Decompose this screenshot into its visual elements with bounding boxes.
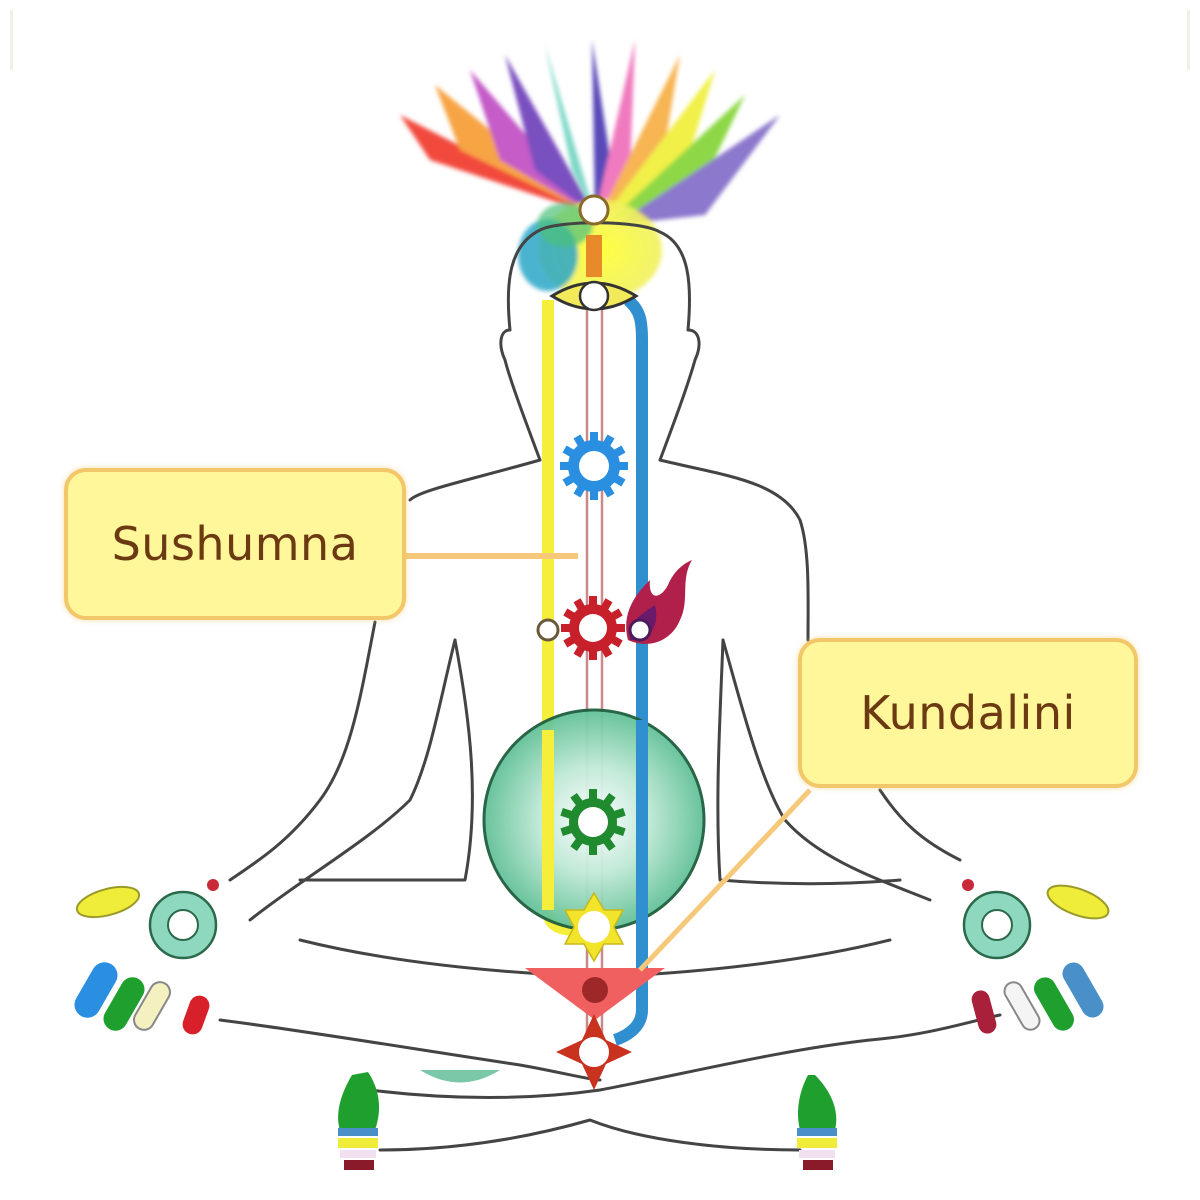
kundalini-label: Kundalini: [860, 686, 1076, 740]
root-chakra: [556, 1014, 632, 1090]
throat-chakra: [560, 432, 628, 500]
kundalini-triangle: [525, 968, 665, 1020]
frame-corner-top-right: [1165, 10, 1190, 70]
sushumna-callout: Sushumna: [64, 468, 406, 620]
kundalini-callout: Kundalini: [798, 638, 1138, 788]
navel-chakra: [560, 789, 626, 855]
crown-chakra-point: [578, 194, 610, 226]
heart-chakra: [561, 596, 625, 660]
sacral-chakra: [563, 891, 625, 963]
left-foot-chakras: [338, 1072, 380, 1170]
kundalini-leader-line: [638, 788, 812, 972]
left-hand-chakras: [74, 879, 219, 1035]
frame-corner-top-left: [10, 10, 35, 70]
ida-node: [536, 618, 560, 642]
third-eye-chakra: [549, 280, 639, 312]
sushumna-label: Sushumna: [111, 517, 359, 571]
right-foot-chakras: [797, 1075, 837, 1170]
crown-lotus-petals: [400, 40, 780, 225]
pingala-channel: [612, 295, 648, 1046]
flame-icon: [626, 560, 692, 644]
belly-patch: [420, 1070, 500, 1083]
right-hand-chakras: [962, 879, 1110, 1034]
